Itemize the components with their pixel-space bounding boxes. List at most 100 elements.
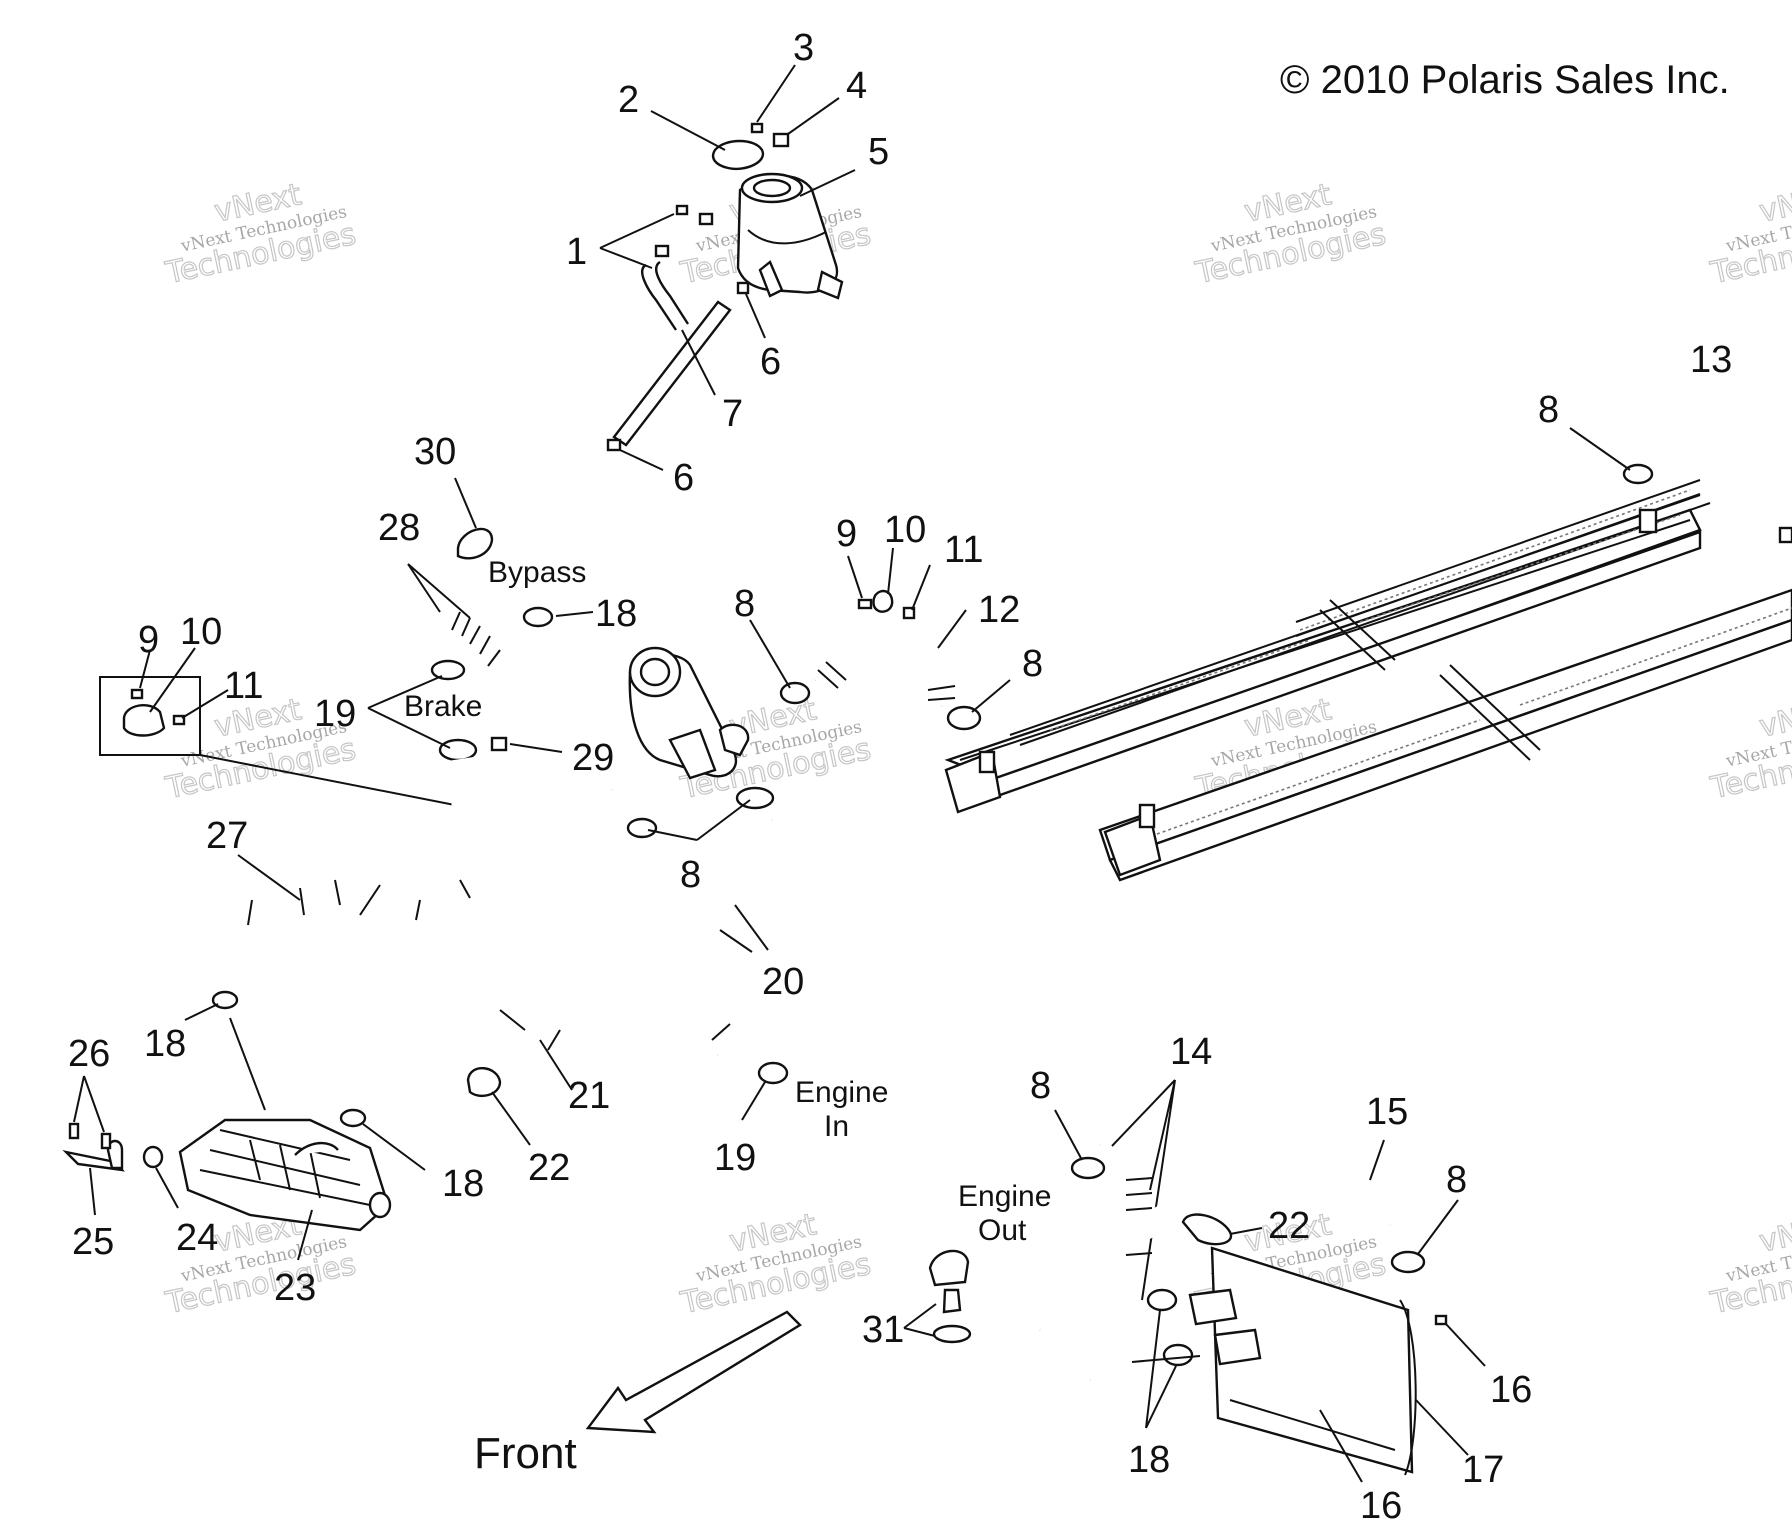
callout-8: 8 [1446,1159,1467,1201]
svg-text:vNext: vNext [1756,692,1792,745]
svg-text:vNext: vNext [1756,177,1792,230]
callout-labels: 2 3 4 5 1 6 7 6 13 8 30 28 Bypass 18 Bra… [68,27,1732,1527]
part-26-bolt [68,1122,112,1150]
label-bypass: Bypass [488,556,586,589]
part-19-clamp [757,1061,789,1085]
callout-6: 6 [673,457,694,499]
part-28-hose [427,592,559,720]
callout-9: 9 [138,619,159,661]
watermark: vNext vNext Technologies Technologies [1707,177,1792,292]
part-24-grommet [142,1145,164,1169]
label-brake: Brake [404,690,482,723]
callout-11: 11 [944,529,983,571]
callout-29: 29 [572,737,614,779]
callout-18: 18 [144,1023,186,1065]
callout-21: 21 [568,1075,610,1117]
callout-10: 10 [884,509,926,551]
callout-19: 19 [314,693,356,735]
watermark: vNext vNext Technologies Technologies [1707,1207,1792,1322]
part-6-clamp [606,438,622,452]
part-7-tube [612,300,732,447]
part-27-hose [216,756,514,972]
watermark: vNext vNext Technologies Technologies [1707,692,1792,807]
callout-22: 22 [1268,1205,1310,1247]
callout-5: 5 [868,131,889,173]
callout-18: 18 [595,593,637,635]
part-18-clamp [1162,1343,1194,1367]
part-2-cap [711,139,765,171]
callout-10: 10 [180,611,222,653]
callout-20: 20 [762,961,804,1003]
watermark-group: vNext vNext Technologies Technologies vN… [162,177,1792,1322]
callout-18: 18 [442,1163,484,1205]
callout-6: 6 [760,341,781,383]
part-18-clamp [211,990,239,1010]
part-8-clamp [1390,1250,1426,1274]
callout-8: 8 [1030,1065,1051,1107]
part-30-cap [456,527,494,560]
part-10-clip [872,589,894,613]
part-11-nut [902,606,916,620]
part-4-nut [772,132,790,148]
part-23-cooler [178,1118,392,1232]
part-15-hose [1019,1164,1403,1339]
callout-1: 1 [566,231,587,273]
callout-4: 4 [846,65,867,107]
water-pump [628,646,750,780]
callout-14: 14 [1170,1031,1212,1073]
label-front: Front [474,1429,577,1478]
callout-8: 8 [1022,643,1043,685]
part-8-clamp [1070,1156,1106,1180]
watermark: vNext vNext Technologies Technologies [677,1207,875,1322]
callout-9: 9 [836,513,857,555]
callout-22: 22 [528,1147,570,1189]
callout-19: 19 [714,1137,756,1179]
callout-8: 8 [734,583,755,625]
part-22-cap [1181,1213,1233,1246]
callout-18: 18 [1128,1439,1170,1481]
part-12-hose [805,643,958,711]
cooling-rails [944,479,1792,882]
part-6-clamp [736,281,750,295]
part-8-clamp [626,817,658,839]
callout-2: 2 [618,79,639,121]
label-engine-in: Engine [795,1076,888,1109]
part-9-screw [857,598,873,610]
part-25-bracket [62,1139,126,1172]
part-8-clamp [946,705,982,731]
callout-8: 8 [680,854,701,896]
part-19-clamp [438,738,478,762]
part-5-filler-neck [736,172,844,300]
inset-box [99,647,471,809]
part-18-clamp [1146,1288,1178,1312]
callout-28: 28 [378,507,420,549]
callout-15: 15 [1366,1091,1408,1133]
watermark: vNext vNext Technologies Technologies [162,177,360,292]
callout-31: 31 [862,1309,904,1351]
part-31-fitting [928,1249,972,1344]
callout-7: 7 [722,393,743,435]
part-21-hose [356,786,625,1120]
part-22-cap [466,1067,502,1097]
part-20-hose [640,810,800,1060]
copyright-text: © 2010 Polaris Sales Inc. [1280,58,1730,102]
svg-text:vNext: vNext [1756,1207,1792,1260]
front-arrow [585,1310,802,1434]
callout-26: 26 [68,1033,110,1075]
part-13-hose [1609,403,1792,501]
callout-25: 25 [72,1221,114,1263]
callout-12: 12 [978,589,1020,631]
callout-16: 16 [1360,1485,1402,1527]
part-29-fitting [490,736,508,752]
label-engine-in: In [824,1110,849,1143]
part-19-clamp [430,659,466,681]
part-18-clamp [522,606,554,628]
callout-13: 13 [1690,339,1732,381]
label-engine-out: Out [978,1214,1027,1247]
label-engine-out: Engine [958,1180,1051,1213]
watermark: vNext vNext Technologies Technologies [1192,177,1390,292]
callout-30: 30 [414,431,456,473]
part-8-clamp [1622,463,1654,485]
